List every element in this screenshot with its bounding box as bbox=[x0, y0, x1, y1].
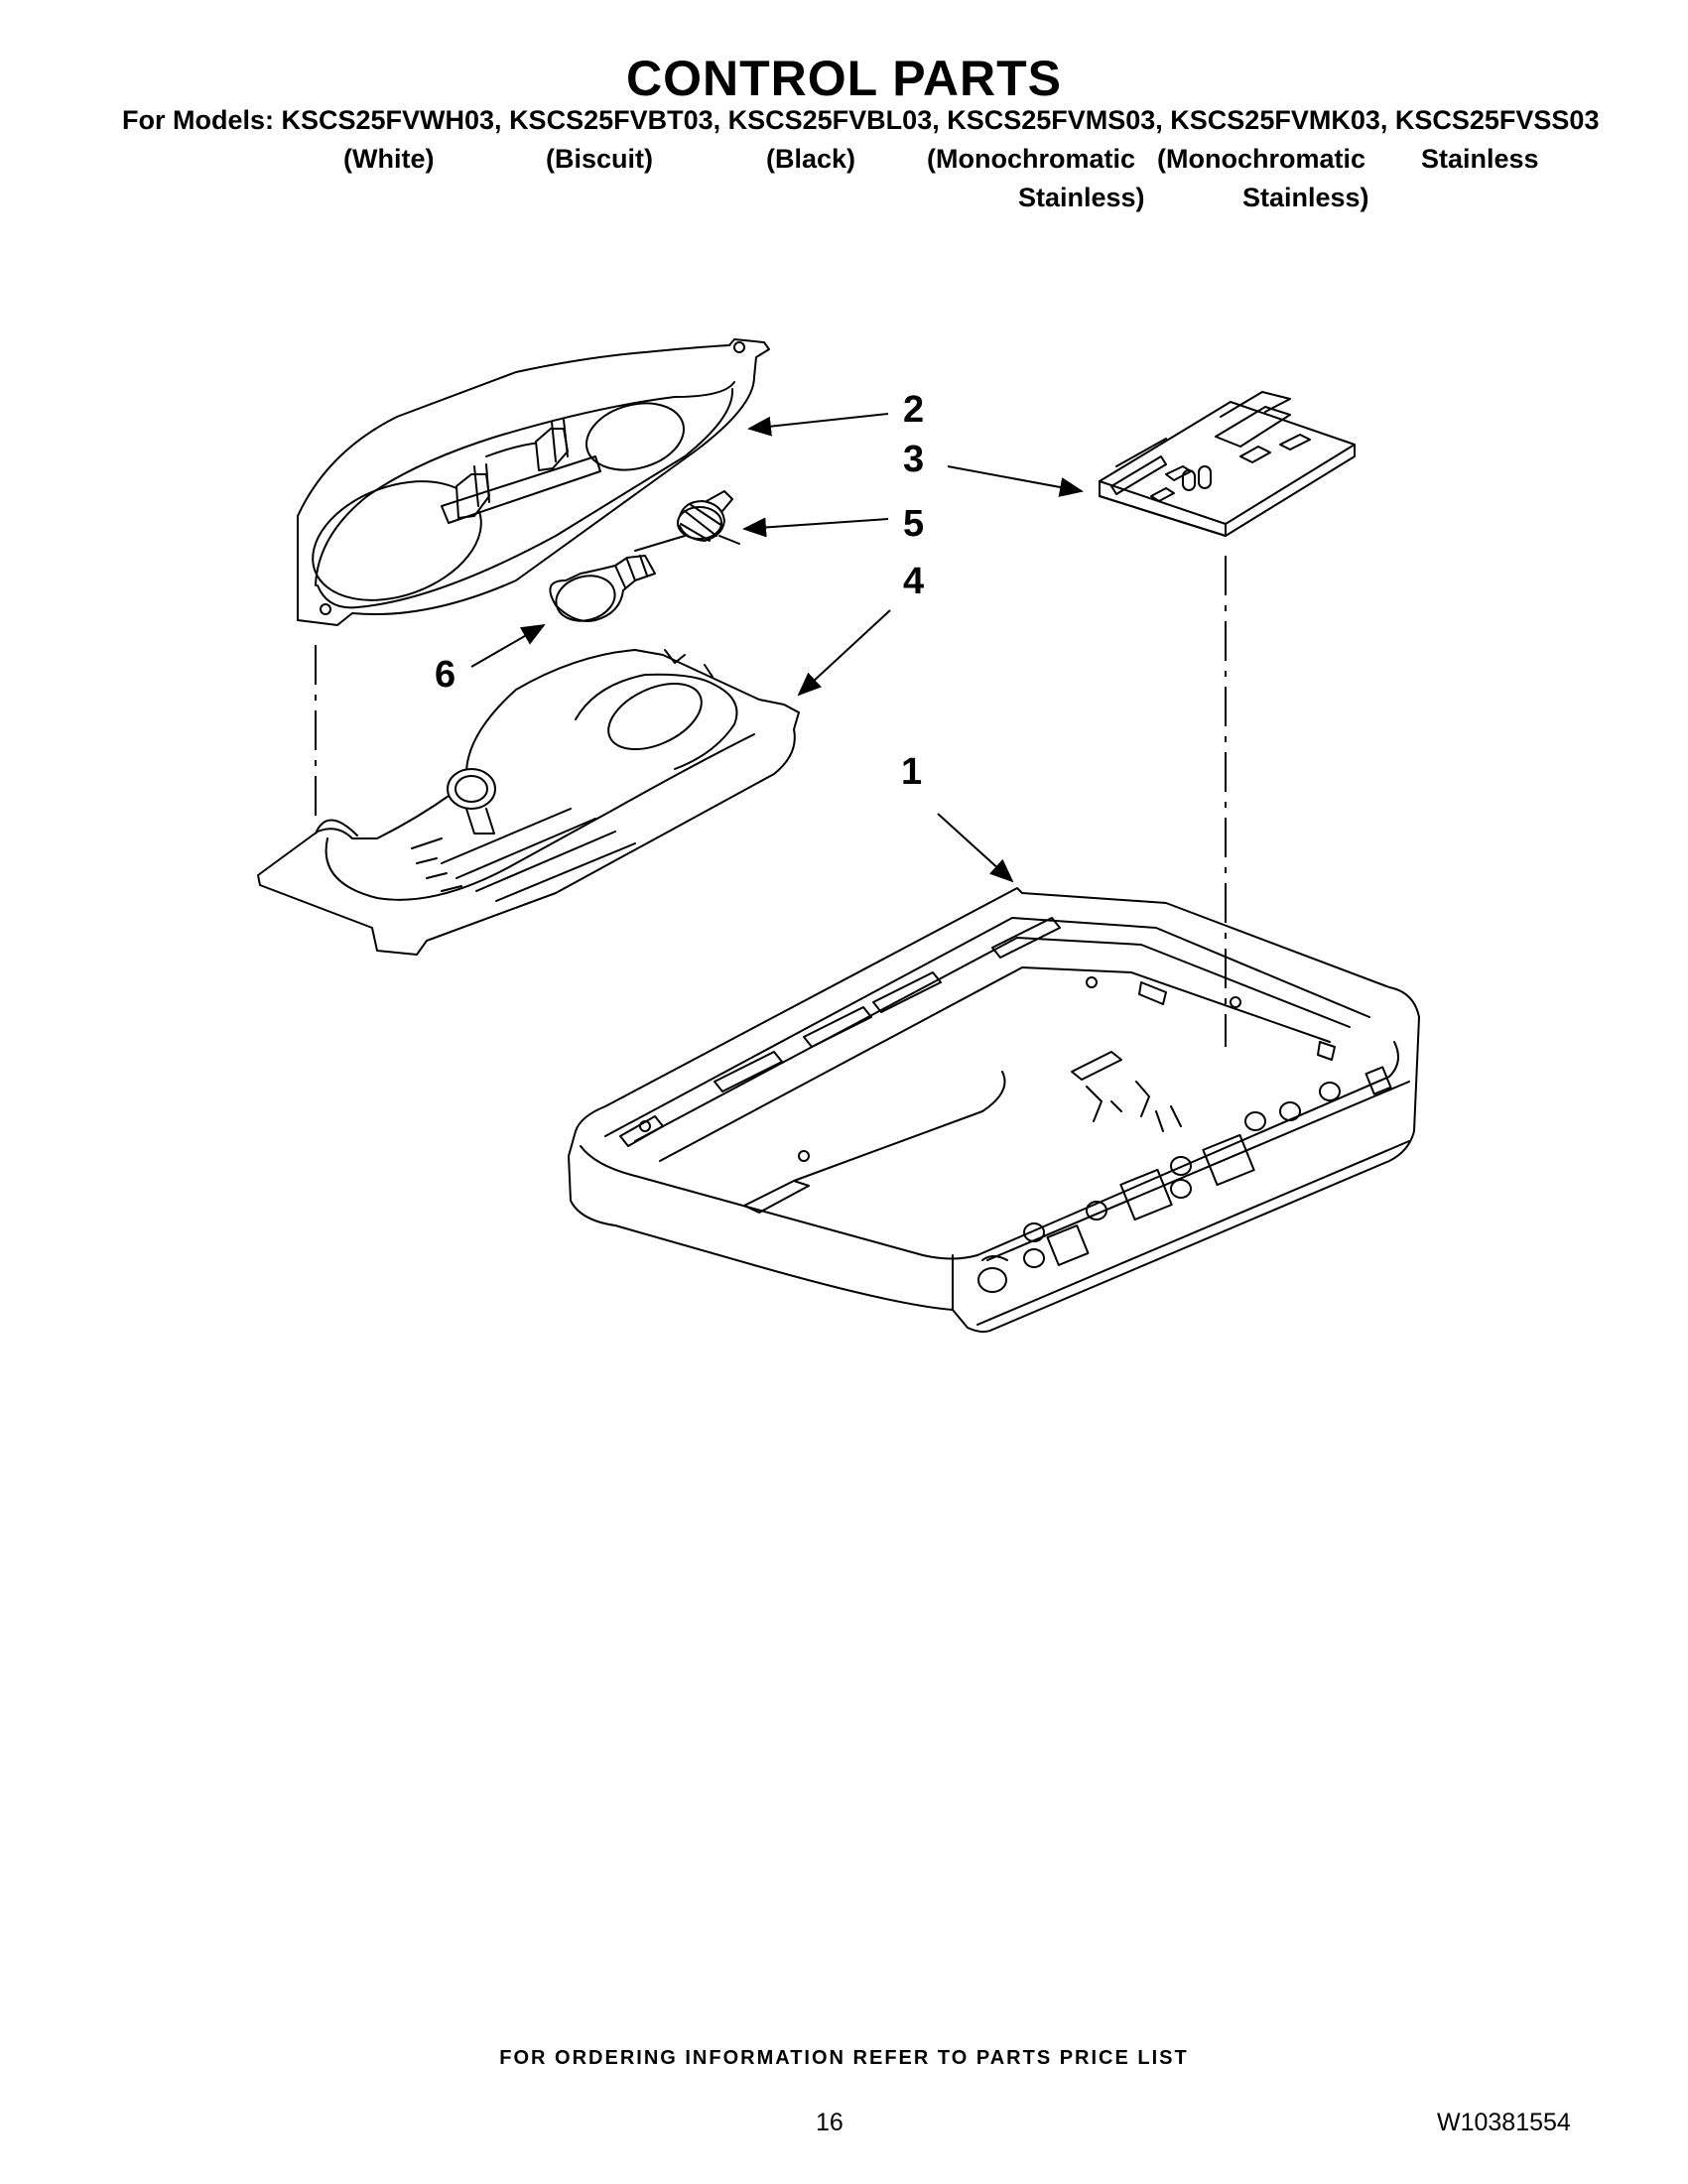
light-socket bbox=[634, 490, 740, 552]
color-monochromatic-2: (Monochromatic bbox=[1157, 144, 1366, 174]
color-biscuit: (Biscuit) bbox=[546, 144, 653, 174]
leader-3 bbox=[947, 465, 1084, 497]
callout-5: 5 bbox=[903, 503, 924, 545]
control-housing bbox=[568, 887, 1420, 1334]
color-stainless: Stainless bbox=[1421, 144, 1539, 174]
leader-1 bbox=[937, 813, 1014, 883]
callout-3: 3 bbox=[903, 439, 924, 480]
callout-4: 4 bbox=[903, 561, 924, 602]
light-shield bbox=[257, 649, 800, 956]
control-board bbox=[1099, 391, 1356, 537]
callout-1: 1 bbox=[901, 751, 922, 793]
light-housing bbox=[297, 338, 770, 626]
color-stainless-2: Stainless) bbox=[1242, 183, 1369, 212]
color-white: (White) bbox=[343, 144, 435, 174]
leader-5 bbox=[742, 517, 889, 538]
models-list: For Models: KSCS25FVWH03, KSCS25FVBT03, … bbox=[122, 105, 1600, 135]
callout-2: 2 bbox=[903, 389, 924, 431]
ordering-info-note: FOR ORDERING INFORMATION REFER TO PARTS … bbox=[499, 2047, 1189, 2069]
light-bulb bbox=[549, 555, 656, 622]
page-title: CONTROL PARTS bbox=[626, 51, 1062, 106]
page-number: 16 bbox=[816, 2109, 844, 2136]
leader-2 bbox=[747, 413, 889, 437]
color-black: (Black) bbox=[766, 144, 856, 174]
leader-6 bbox=[470, 624, 546, 668]
color-monochromatic-1: (Monochromatic bbox=[927, 144, 1136, 174]
color-stainless-1: Stainless) bbox=[1018, 183, 1145, 212]
document-number: W10381554 bbox=[1437, 2109, 1571, 2136]
leader-4 bbox=[797, 609, 891, 697]
callout-6: 6 bbox=[435, 654, 455, 696]
